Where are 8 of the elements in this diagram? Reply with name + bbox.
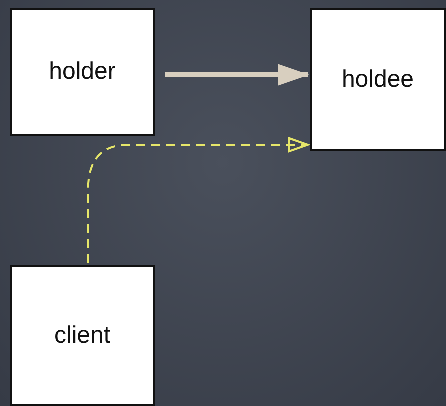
process-box [10,265,155,406]
node-label: holder [49,58,116,86]
node-label: holdee [342,66,414,94]
process-box [10,8,155,136]
node-label: client [54,322,111,350]
arrow [165,64,308,86]
arrow [87,138,309,263]
process-box [310,8,446,151]
